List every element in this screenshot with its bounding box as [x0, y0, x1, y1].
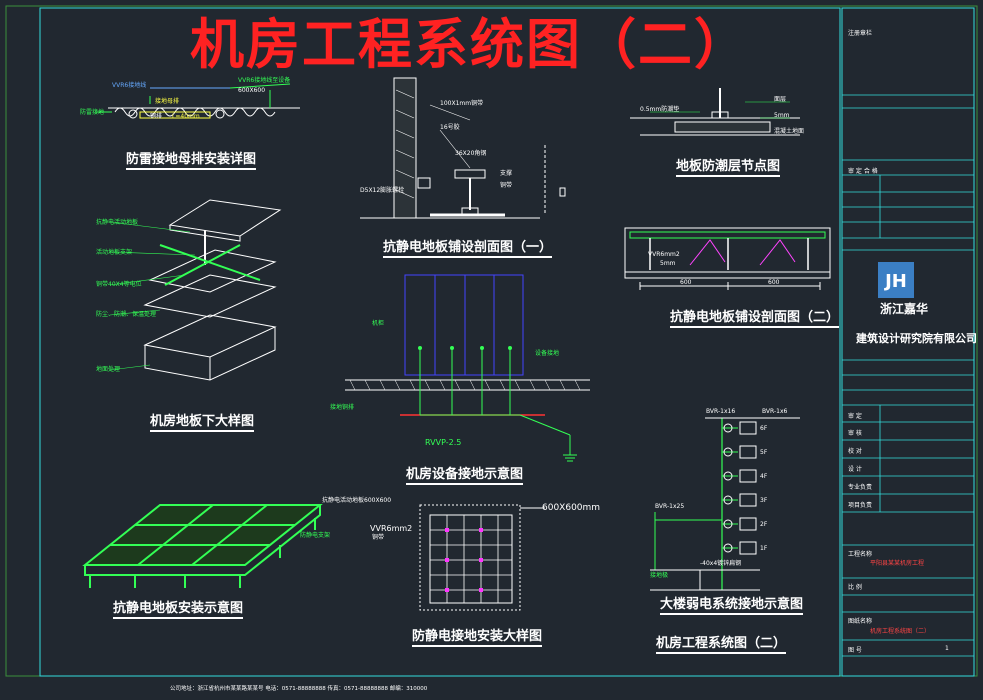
equip-label: 接地铜排 — [330, 404, 355, 411]
grid-label: 铜带 — [372, 534, 385, 541]
company-name-line1: 浙江嘉华 — [880, 302, 929, 316]
caption-floor-install: 抗静电地板安装示意图 — [113, 597, 244, 619]
grid-label: 600X600mm — [542, 503, 601, 513]
section1-label: 100X1mm铜带 — [440, 100, 484, 107]
install-label: 抗静电活动地板600X600 — [322, 497, 392, 504]
tb-row-label: 项目负责 — [848, 502, 873, 509]
section1-label: 16号胶 — [440, 124, 460, 131]
caption-grounding-busbar: 防雷接地母排安装详图 — [126, 148, 257, 170]
floor-install-diagram — [82, 504, 323, 588]
floor-section-2 — [624, 227, 831, 290]
section2-label: VVR6mm2 — [648, 251, 680, 258]
company-logo: JH — [878, 262, 914, 298]
weak-label: -40x4镀锌扁钢 — [700, 560, 742, 567]
layers-label: 0.5mm防潮垫 — [640, 106, 680, 113]
layers-label: 5mm — [774, 112, 790, 119]
floor-label: 5F — [760, 449, 768, 456]
floor-label: 1F — [760, 545, 768, 552]
caption-floor-section-1: 抗静电地板铺设剖面图（一） — [383, 236, 553, 258]
drawing-title: 机房工程系统图（二） — [190, 13, 750, 76]
tb-row-label: 校 对 — [848, 448, 862, 455]
tb-sheet-value: 机房工程系统图（二） — [870, 628, 931, 635]
exploded-view — [109, 199, 282, 381]
section1-label: D5X12膨胀螺栓 — [360, 187, 405, 194]
layers-label: 混凝土地面 — [774, 128, 805, 135]
tb-row-label: 设 计 — [848, 466, 862, 473]
tb-row-label: 审 定 — [848, 413, 862, 420]
caption-exploded-view: 机房地板下大样图 — [150, 410, 255, 432]
layers-label: 面层 — [774, 96, 787, 103]
caption-sheet-name: 机房工程系统图（二） — [656, 632, 787, 654]
exploded-label: 铜带40X4等电位 — [96, 281, 142, 288]
weak-label: BVR-1x6 — [762, 408, 788, 415]
exploded-label: 活动地板支架 — [96, 249, 133, 256]
busbar-label: VVR6接地线至设备 — [238, 77, 291, 84]
caption-equipment-grounding: 机房设备接地示意图 — [406, 463, 524, 485]
caption-grid-install: 防静电接地安装大样图 — [412, 625, 543, 647]
title-block-border — [841, 7, 975, 677]
tb-project-name: 平阳县某某机房工程 — [870, 560, 925, 567]
weak-label: BVR-1x16 — [706, 408, 736, 415]
weak-label: BVR-1x25 — [655, 503, 685, 510]
tb-sheet-label: 图纸名称 — [848, 618, 873, 625]
section2-label: 600 — [768, 279, 780, 286]
grid-install-diagram — [419, 504, 545, 611]
floor-section-1 — [360, 77, 566, 219]
tb-page-no: 1 — [945, 645, 949, 652]
busbar-label: 防雷接地 — [80, 109, 105, 116]
section1-label: 铜带 — [500, 182, 513, 189]
section2-label: 5mm — [660, 260, 676, 267]
equipment-grounding — [345, 274, 590, 462]
floor-layers — [630, 88, 800, 136]
busbar-label: L=40mm — [172, 113, 200, 120]
floor-label: 4F — [760, 473, 768, 480]
busbar-label: VVR6接地线 — [112, 82, 147, 89]
floor-label: 3F — [760, 497, 768, 504]
footer-info: 公司地址：浙江省杭州市某某路某某号 电话：0571-88888888 传真：05… — [170, 686, 428, 692]
busbar-label: 接地母排 — [155, 98, 180, 105]
exploded-label: 防尘、防潮、保温处理 — [96, 311, 157, 318]
caption-weak-system: 大楼弱电系统接地示意图 — [660, 593, 804, 615]
svg-text:JH: JH — [883, 271, 907, 292]
floor-label: 2F — [760, 521, 768, 528]
tb-project-label: 工程名称 — [848, 551, 873, 558]
section1-label: 36X20角钢 — [455, 150, 487, 157]
floor-label: 6F — [760, 425, 768, 432]
tb-number-label: 图 号 — [848, 647, 862, 654]
tb-scale-label: 比 例 — [848, 584, 862, 591]
busbar-label: 600X600 — [238, 87, 266, 94]
install-label: 防静电支架 — [300, 532, 331, 539]
caption-floor-layers: 地板防潮层节点图 — [676, 155, 781, 177]
tb-row-label: 专业负责 — [848, 484, 873, 491]
equip-label: 机柜 — [372, 320, 385, 327]
busbar-label: 铜排 — [150, 113, 163, 120]
company-name-line2: 建筑设计研究院有限公司 — [856, 332, 977, 345]
busbar-detail — [95, 83, 300, 119]
title-block-lines — [842, 94, 974, 657]
weak-label: 接地极 — [650, 572, 669, 579]
tb-row-label: 审 核 — [848, 430, 862, 437]
inner-border — [39, 7, 841, 677]
weak-system-diagram — [650, 417, 800, 591]
grid-label: VVR6mm2 — [370, 524, 413, 533]
exploded-label: 抗静电活动地板 — [96, 219, 139, 226]
exploded-label: 地面处理 — [96, 366, 121, 373]
equip-label: 设备接地 — [535, 350, 560, 357]
equip-label: RVVP-2.5 — [425, 438, 462, 447]
tb-review: 审 定 合 格 — [848, 168, 878, 175]
caption-floor-section-2: 抗静电地板铺设剖面图（二） — [670, 306, 840, 328]
section1-label: 支撑 — [500, 170, 513, 177]
section2-label: 600 — [680, 279, 692, 286]
tb-header: 注册章栏 — [848, 30, 873, 37]
